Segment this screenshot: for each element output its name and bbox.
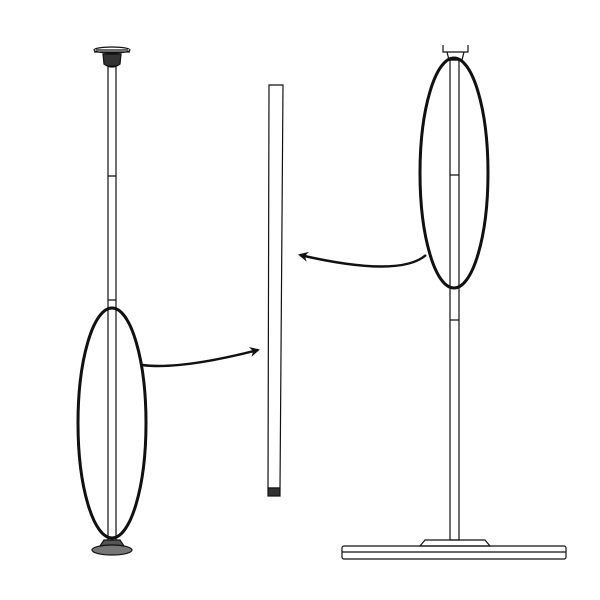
floor-base-icon bbox=[91, 539, 133, 556]
right-pole-tube bbox=[449, 59, 460, 541]
highlight-ellipse-left bbox=[76, 306, 148, 540]
arrow-right bbox=[298, 251, 427, 268]
left-ceiling-pole bbox=[76, 46, 260, 556]
segment-end-cap bbox=[267, 487, 281, 497]
left-pole-tube bbox=[107, 65, 117, 542]
right-stand-pole bbox=[298, 45, 567, 560]
pole-segment bbox=[267, 84, 284, 497]
highlight-ellipse-right bbox=[418, 56, 490, 290]
flat-base-icon bbox=[341, 539, 567, 560]
arrow-left bbox=[141, 347, 260, 368]
ceiling-mount-icon bbox=[93, 46, 131, 68]
